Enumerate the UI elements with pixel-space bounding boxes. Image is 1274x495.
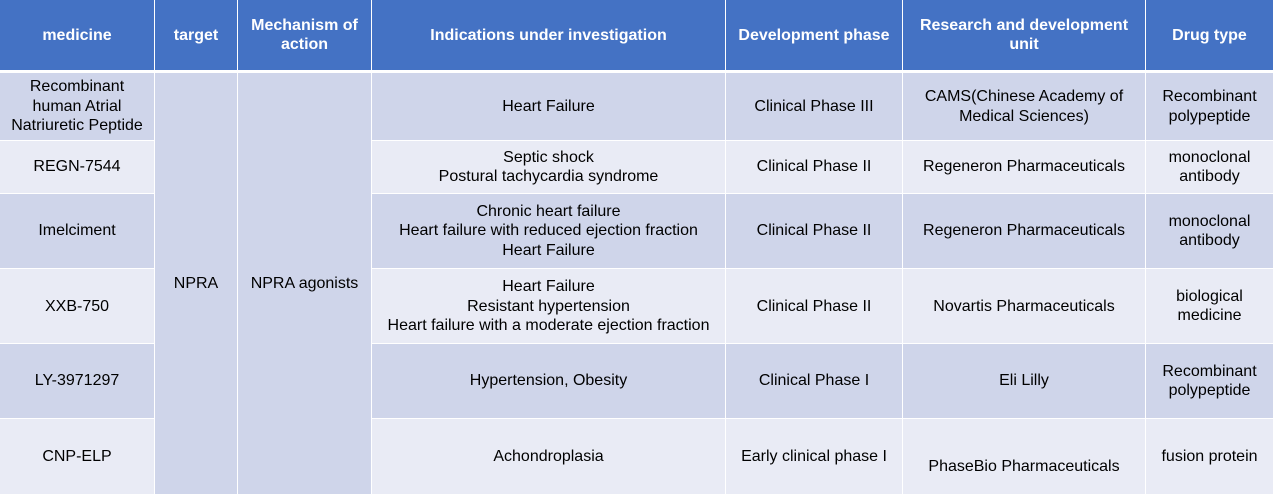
medicine-cell: XXB-750 [0,269,155,345]
indication-line: Resistant hypertension [467,297,630,315]
indication-line: Heart Failure [502,241,595,259]
target-cell: NPRA [155,73,238,495]
table-row: Imelciment Chronic heart failure Heart f… [0,194,1274,270]
table-row: REGN-7544 Septic shock Postural tachycar… [0,141,1274,194]
unit-cell: CAMS(Chinese Academy of Medical Sciences… [903,73,1146,142]
indication-line: Heart Failure [502,97,595,115]
table-row: Recombinant human Atrial Natriuretic Pep… [0,73,1274,495]
header-unit: Research and development unit [903,0,1146,73]
phase-cell: Clinical Phase II [726,194,903,270]
phase-cell: Clinical Phase III [726,73,903,142]
unit-cell: Regeneron Pharmaceuticals [903,141,1146,194]
medicine-cell: LY-3971297 [0,344,155,419]
medicine-cell: Imelciment [0,194,155,270]
table-row: LY-3971297 Hypertension, Obesity Clinica… [0,344,1274,419]
unit-cell: Regeneron Pharmaceuticals [903,194,1146,270]
header-row: medicine target Mechanism of action Indi… [0,0,1274,73]
indication-line: Heart failure with reduced ejection frac… [399,222,698,240]
indications-cell: Septic shock Postural tachycardia syndro… [372,141,726,194]
indications-cell: Heart Failure Resistant hypertension Hea… [372,269,726,345]
phase-cell: Early clinical phase I [726,418,903,495]
header-drug-type: Drug type [1146,0,1274,73]
indications-cell: Achondroplasia [372,418,726,495]
medicine-cell: CNP-ELP [0,418,155,495]
phase-cell: Clinical Phase II [726,141,903,194]
unit-cell: PhaseBio Pharmaceuticals [903,418,1146,495]
medicine-cell: Recombinant human Atrial Natriuretic Pep… [0,73,155,142]
drug-type-cell: monoclonal antibody [1146,141,1274,194]
indication-line: Hypertension, Obesity [469,372,628,390]
table-row: XXB-750 Heart Failure Resistant hyperten… [0,269,1274,345]
indications-cell: Hypertension, Obesity [372,344,726,419]
indication-line: Postural tachycardia syndrome [438,168,659,186]
medicine-cell: REGN-7544 [0,141,155,194]
indication-line: Achondroplasia [493,447,604,465]
drug-type-cell: fusion protein [1146,418,1274,495]
phase-cell: Clinical Phase I [726,344,903,419]
header-phase: Development phase [726,0,903,73]
phase-cell: Clinical Phase II [726,269,903,345]
indications-cell: Heart Failure [372,73,726,142]
unit-cell: Eli Lilly [903,344,1146,419]
header-medicine: medicine [0,0,155,73]
unit-cell: Novartis Pharmaceuticals [903,269,1146,345]
header-mechanism: Mechanism of action [238,0,372,73]
indication-line: Heart Failure [502,278,595,296]
indication-line: Heart failure with a moderate ejection f… [387,317,710,335]
drug-type-cell: Recombinant polypeptide [1146,344,1274,419]
indication-line: Septic shock [503,148,594,166]
drug-type-cell: biological medicine [1146,269,1274,345]
table-row: CNP-ELP Achondroplasia Early clinical ph… [0,418,1274,495]
drug-type-cell: monoclonal antibody [1146,194,1274,270]
drug-type-cell: Recombinant polypeptide [1146,73,1274,142]
indications-cell: Chronic heart failure Heart failure with… [372,194,726,270]
indication-line: Chronic heart failure [476,202,621,220]
mechanism-cell: NPRA agonists [238,73,372,495]
header-indications: Indications under investigation [372,0,726,73]
header-target: target [155,0,238,73]
